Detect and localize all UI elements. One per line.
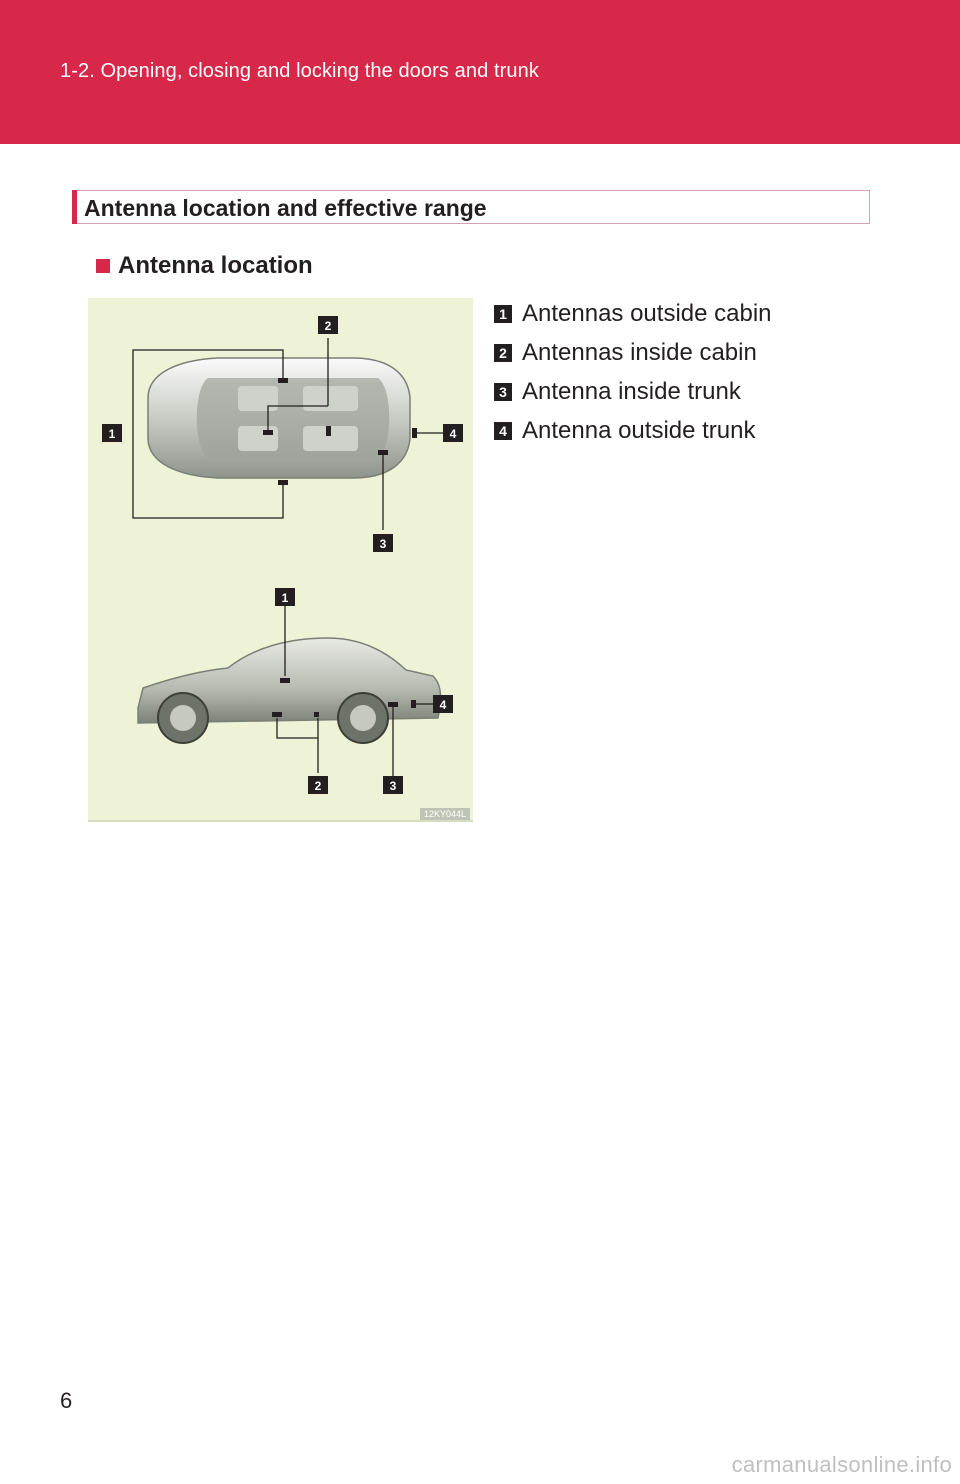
watermark: carmanualsonline.info	[731, 1452, 952, 1477]
car-top-view	[147, 357, 411, 479]
callout-top-3: 3	[373, 534, 393, 552]
antenna-diagram: 1 2 3 4 1 2 3 4	[102, 316, 470, 820]
callout-side-3: 3	[383, 776, 403, 794]
legend-label: Antenna outside trunk	[522, 416, 756, 444]
top-view-antenna-marks	[263, 378, 417, 485]
legend-number-badge: 3	[494, 382, 512, 401]
legend-number-badge: 4	[494, 421, 512, 440]
callout-side-4: 4	[433, 695, 453, 713]
side-view-antenna-marks	[272, 678, 416, 717]
svg-text:12KY044L: 12KY044L	[424, 809, 466, 819]
svg-text:4: 4	[450, 427, 457, 441]
car-side-view	[137, 637, 442, 744]
legend-number-badge: 1	[494, 304, 512, 323]
section-heading: Antenna location and effective range	[72, 190, 870, 224]
antenna-location-figure: 1 2 3 4 1 2 3 4	[88, 298, 473, 822]
legend-number-badge: 2	[494, 343, 512, 362]
page-header: 1-2. Opening, closing and locking the do…	[0, 0, 960, 144]
callout-top-1: 1	[102, 424, 122, 442]
legend-item: 1 Antennas outside cabin	[494, 294, 772, 333]
legend-label: Antenna inside trunk	[522, 377, 741, 405]
page-number: 6	[60, 1388, 73, 1413]
subsection-heading: Antenna location	[96, 252, 313, 280]
bullet-square-icon	[96, 259, 110, 273]
callout-top-2: 2	[318, 316, 338, 334]
legend-item: 4 Antenna outside trunk	[494, 411, 772, 450]
breadcrumb: 1-2. Opening, closing and locking the do…	[60, 60, 539, 82]
section-title: Antenna location and effective range	[84, 195, 487, 221]
svg-text:2: 2	[325, 319, 332, 333]
svg-text:4: 4	[440, 698, 447, 712]
svg-text:3: 3	[380, 537, 387, 551]
side-view-leaders	[276, 603, 433, 778]
svg-text:3: 3	[390, 779, 397, 793]
subsection-title: Antenna location	[118, 252, 313, 279]
legend-label: Antennas outside cabin	[522, 299, 772, 327]
callout-top-4: 4	[443, 424, 463, 442]
section-accent	[72, 190, 77, 224]
svg-text:1: 1	[282, 591, 289, 605]
svg-text:2: 2	[315, 779, 322, 793]
legend-item: 3 Antenna inside trunk	[494, 372, 772, 411]
callout-side-1: 1	[275, 588, 295, 606]
svg-text:1: 1	[109, 427, 116, 441]
callout-side-2: 2	[308, 776, 328, 794]
figure-code: 12KY044L	[420, 808, 470, 820]
legend-item: 2 Antennas inside cabin	[494, 333, 772, 372]
top-view-leaders	[132, 338, 443, 530]
antenna-legend: 1 Antennas outside cabin 2 Antennas insi…	[494, 294, 772, 450]
legend-label: Antennas inside cabin	[522, 338, 757, 366]
